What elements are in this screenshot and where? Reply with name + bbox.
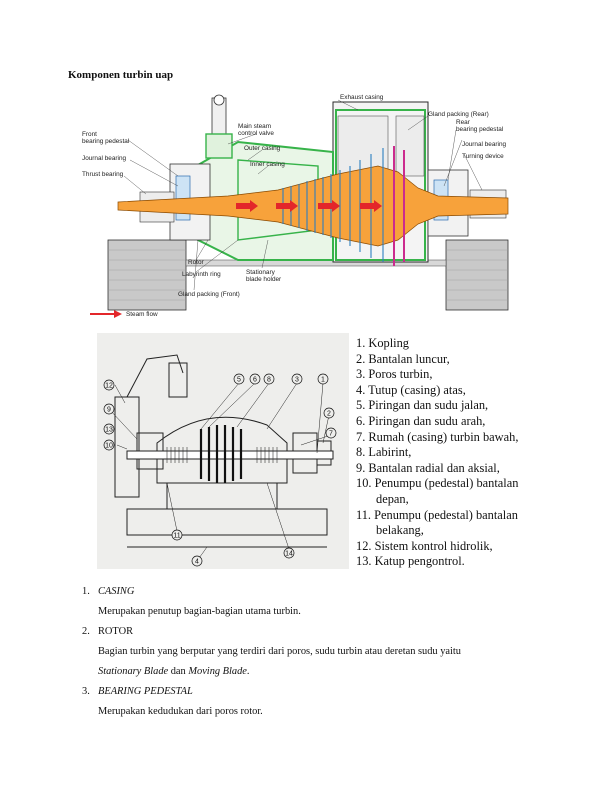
label-turning-device: Turning device	[462, 153, 504, 160]
callout-circle	[103, 439, 115, 451]
component-item-continued: depan,	[376, 491, 409, 506]
definition-term: 3. BEARING PEDESTAL	[82, 686, 193, 697]
component-item: 8. Labirint,	[356, 445, 412, 460]
component-item: 12. Sistem kontrol hidrolik,	[356, 538, 493, 553]
component-item-continued: belakang,	[376, 523, 424, 538]
callout-circle	[263, 373, 275, 385]
callout-number: 13	[105, 426, 113, 433]
callout-number: 3	[295, 376, 299, 383]
definitions-list: 1. CASING Merupakan penutup bagian-bagia…	[82, 582, 552, 722]
callout-circle	[323, 407, 335, 419]
callout-circle	[283, 547, 295, 559]
component-item: 11. Penumpu (pedestal) bantalan	[356, 507, 518, 522]
turbine-cross-section-figure: Front bearing pedestal Journal bearing T…	[78, 90, 520, 322]
definition-term: 1. CASING	[82, 586, 135, 597]
right-foundation	[445, 239, 509, 311]
label-steam-flow: Steam flow	[126, 311, 158, 318]
component-item: 6. Piringan dan sudu arah,	[356, 413, 486, 428]
callout-number: 4	[195, 558, 199, 565]
callout-number: 6	[253, 376, 257, 383]
callout-number: 11	[173, 532, 180, 539]
callout-circle	[249, 373, 261, 385]
callout-circle	[103, 379, 115, 391]
callout-circle	[191, 555, 203, 567]
callout-circle	[325, 427, 337, 439]
label-main-steam-control-valve: Main steam control valve	[238, 123, 274, 137]
component-item: 7. Rumah (casing) turbin bawah,	[356, 429, 519, 444]
page-heading: Komponen turbin uap	[68, 69, 174, 81]
rotor-shape	[117, 165, 509, 247]
label-journal-bearing-right: Journal bearing	[462, 141, 507, 148]
callout-number: 2	[327, 410, 331, 417]
label-front-bearing-pedestal: Front bearing pedestal	[82, 131, 129, 145]
component-item: 10. Penumpu (pedestal) bantalan	[356, 476, 519, 491]
component-item: 4. Tutup (casing) atas,	[356, 382, 466, 397]
component-item: 9. Bantalan radial dan aksial,	[356, 460, 500, 475]
callout-circle	[103, 403, 115, 415]
label-journal-bearing-left: Journal bearing	[82, 155, 127, 162]
component-item: 3. Poros turbin,	[356, 367, 433, 382]
callout-circle	[291, 373, 303, 385]
callout-circle	[233, 373, 245, 385]
component-item: 2. Bantalan luncur,	[356, 351, 450, 366]
label-rear-bearing-pedestal: Rear bearing pedestal	[456, 119, 503, 133]
component-item: 13. Katup pengontrol.	[356, 554, 465, 569]
label-outer-casing: Outer casing	[244, 145, 281, 152]
component-item: 1. Kopling	[356, 336, 410, 350]
label-exhaust-casing: Exhaust casing	[340, 94, 384, 101]
label-stationary-blade-holder: Stationary blade holder	[246, 269, 282, 283]
label-thrust-bearing: Thrust bearing	[82, 171, 124, 178]
callout-number: 12	[105, 382, 113, 389]
label-gland-packing-front: Gland packing (Front)	[178, 291, 240, 298]
definition-desc: Merupakan kedudukan dari poros rotor.	[98, 706, 263, 717]
label-gland-packing-rear: Gland packing (Rear)	[428, 111, 489, 118]
callout-number: 1	[321, 376, 325, 383]
label-labyrinth-ring: Labyrinth ring	[182, 271, 221, 278]
definition-desc: Merupakan penutup bagian-bagian utama tu…	[98, 606, 301, 617]
callout-number: 5	[237, 376, 241, 383]
callout-circle	[171, 529, 183, 541]
component-item: 5. Piringan dan sudu jalan,	[356, 398, 489, 413]
callout-number: 7	[329, 430, 333, 437]
left-foundation	[107, 239, 187, 311]
label-inner-casing: Inner casing	[250, 161, 285, 168]
callout-number: 8	[267, 376, 271, 383]
callout-number: 9	[107, 406, 111, 413]
callout-number: 10	[105, 442, 113, 449]
definition-term: 2. ROTOR	[82, 626, 134, 637]
callout-circle	[103, 423, 115, 435]
label-rotor: Rotor	[188, 259, 204, 266]
callout-circle	[317, 373, 329, 385]
definition-desc: Bagian turbin yang berputar yang terdiri…	[98, 646, 461, 677]
callout-number: 14	[285, 550, 293, 557]
